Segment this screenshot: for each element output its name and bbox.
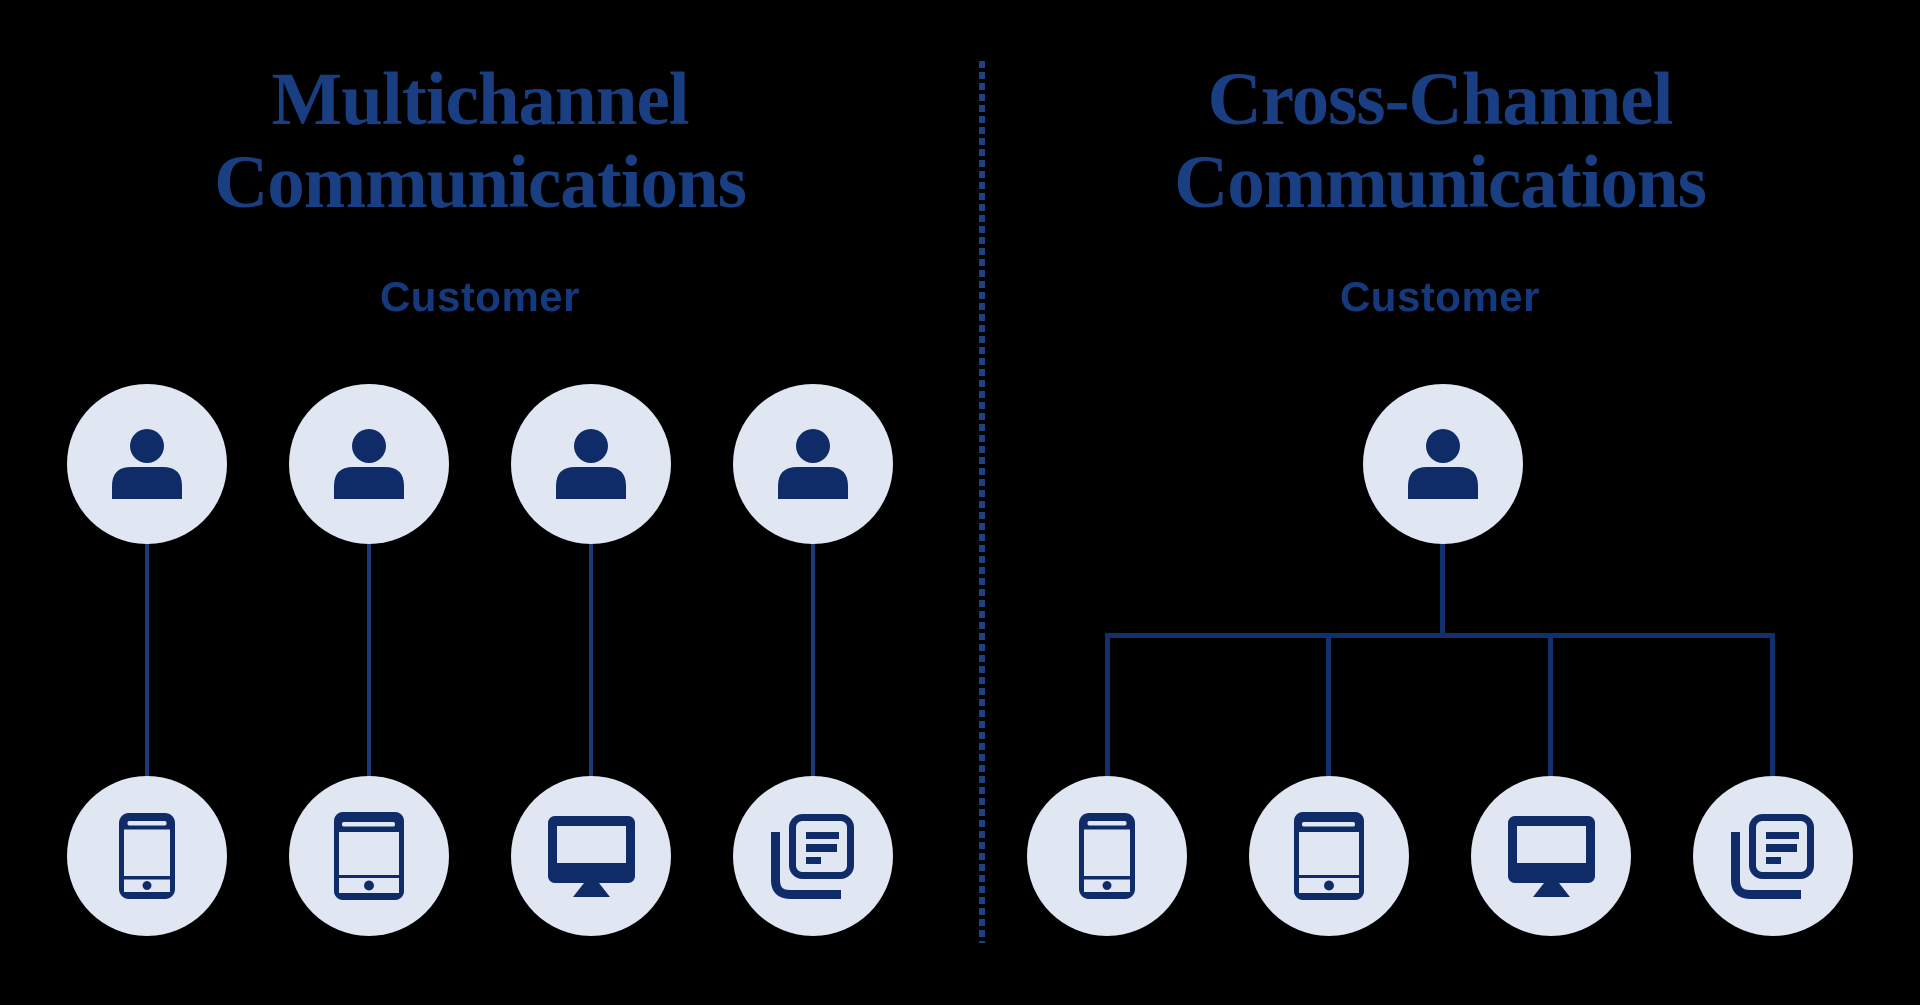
channel-circle-smartphone: [1027, 776, 1187, 936]
tree-branch-line-3: [1548, 633, 1553, 776]
multichannel-title: Multichannel Communications: [0, 58, 960, 224]
cross-channel-title-line1: Cross-Channel: [1207, 58, 1674, 141]
person-icon: [1408, 429, 1478, 499]
person-icon: [778, 429, 848, 499]
tree-branch-line-4: [1770, 633, 1775, 776]
customer-label-right: Customer: [1339, 273, 1541, 320]
connector-line-3: [589, 540, 593, 780]
tree-horizontal-line: [1105, 633, 1775, 638]
person-icon: [334, 429, 404, 499]
customer-circle: [289, 384, 449, 544]
customer-label-left: Customer: [379, 273, 581, 320]
multichannel-title-line1: Multichannel: [271, 58, 689, 141]
multichannel-title-line2: Communications: [214, 141, 747, 224]
channel-circle-news: [1693, 776, 1853, 936]
cross-channel-title-line2: Communications: [1174, 141, 1707, 224]
news-icon: [1731, 814, 1814, 899]
connector-line-2: [367, 540, 371, 780]
desktop-monitor-icon: [1507, 815, 1595, 897]
connector-line-1: [145, 540, 149, 780]
tablet-icon: [334, 812, 404, 900]
cross-channel-title: Cross-Channel Communications: [960, 58, 1920, 224]
tree-trunk-line: [1440, 538, 1445, 637]
person-icon: [112, 429, 182, 499]
customer-circle: [1363, 384, 1523, 544]
divider-dotted-line: [979, 61, 985, 943]
customer-circle: [67, 384, 227, 544]
channel-circle-tablet: [1249, 776, 1409, 936]
tablet-icon: [1294, 812, 1364, 900]
channel-circle-desktop: [511, 776, 671, 936]
channel-circle-news: [733, 776, 893, 936]
smartphone-icon: [1079, 813, 1135, 899]
smartphone-icon: [119, 813, 175, 899]
news-icon: [771, 814, 854, 899]
tree-branch-line-1: [1105, 633, 1110, 776]
customer-circle: [511, 384, 671, 544]
channel-circle-tablet: [289, 776, 449, 936]
channel-circle-desktop: [1471, 776, 1631, 936]
connector-line-4: [811, 540, 815, 780]
customer-circle: [733, 384, 893, 544]
tree-branch-line-2: [1326, 633, 1331, 776]
channel-circle-smartphone: [67, 776, 227, 936]
person-icon: [556, 429, 626, 499]
desktop-monitor-icon: [547, 815, 635, 897]
